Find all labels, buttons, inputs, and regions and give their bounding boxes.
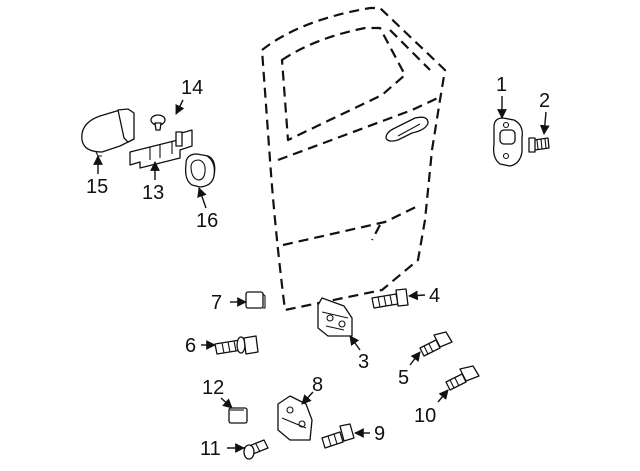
door-handle xyxy=(385,116,429,142)
part-1-door-striker xyxy=(492,117,523,167)
callout-4: 4 xyxy=(429,285,440,307)
part-4-hinge-bolt xyxy=(371,288,409,309)
callout-8: 8 xyxy=(312,374,323,396)
part-15-handle-cover xyxy=(81,108,135,157)
callout-2: 2 xyxy=(539,90,550,112)
rear-door-outline xyxy=(260,6,447,312)
callout-14: 14 xyxy=(181,77,203,99)
callout-15: 15 xyxy=(86,176,108,198)
part-3-upper-hinge xyxy=(317,297,353,337)
callout-13: 13 xyxy=(142,182,164,204)
part-10-hinge-bolt xyxy=(445,365,480,391)
callout-11: 11 xyxy=(200,438,221,460)
callout-12: 12 xyxy=(202,377,224,399)
callout-labels: 14 15 13 16 1 2 7 6 3 4 5 10 12 8 9 11 xyxy=(86,74,550,460)
part-14-screw xyxy=(150,114,166,131)
callout-10: 10 xyxy=(414,405,436,427)
part-8-lower-hinge xyxy=(277,395,313,441)
callout-7: 7 xyxy=(211,292,222,314)
part-5-hinge-bolt xyxy=(419,331,453,357)
callout-16: 16 xyxy=(196,210,218,232)
part-2-striker-bolt xyxy=(528,137,550,153)
part-9-bolt xyxy=(321,423,355,449)
part-12-plug xyxy=(228,407,248,424)
callout-9: 9 xyxy=(374,423,385,445)
part-6-bolt xyxy=(214,335,259,355)
callout-3: 3 xyxy=(358,351,369,373)
callout-1: 1 xyxy=(496,74,507,96)
part-16-grommet xyxy=(184,153,216,188)
part-13-handle-bracket xyxy=(129,129,193,169)
part-7-plug xyxy=(245,291,266,309)
callout-5: 5 xyxy=(398,367,409,389)
leader-lines xyxy=(93,96,550,453)
part-11-bolt xyxy=(243,439,269,460)
callout-6: 6 xyxy=(185,335,196,357)
